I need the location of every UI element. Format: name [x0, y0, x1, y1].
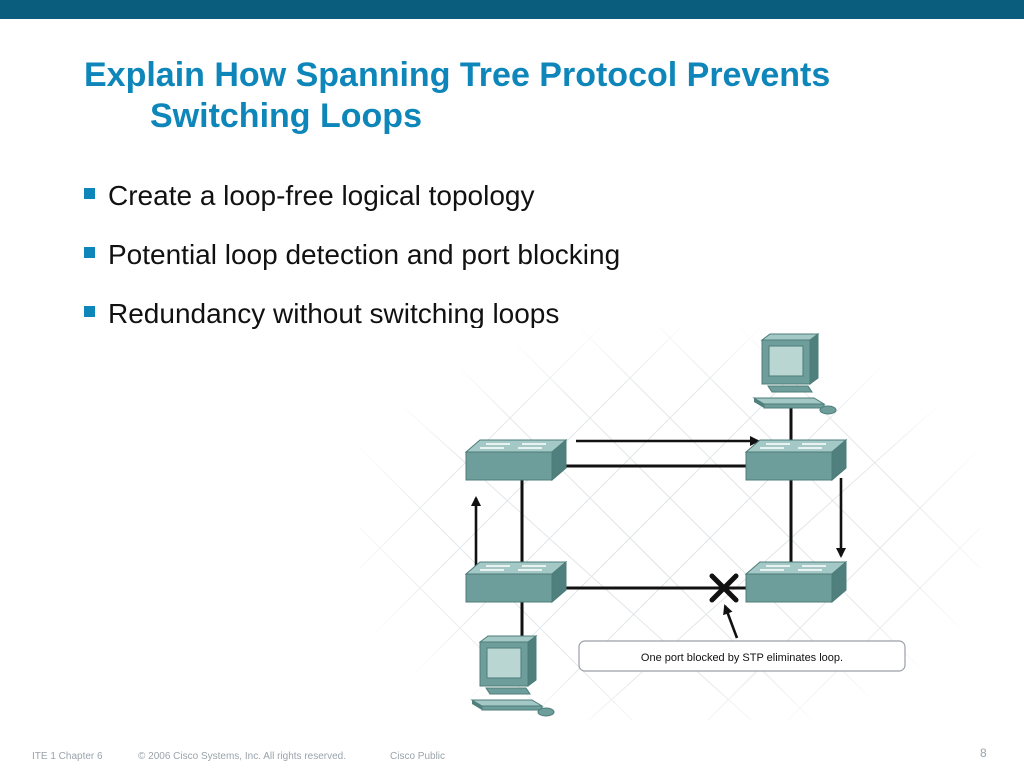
title-line-2: Switching Loops	[150, 97, 422, 135]
traffic-arrows	[471, 436, 846, 639]
bullet-square-icon	[84, 306, 95, 317]
bullet-item: Redundancy without switching loops	[84, 294, 620, 353]
bullet-text: Redundancy without switching loops	[108, 298, 560, 329]
callout-text: One port blocked by STP eliminates loop.	[641, 652, 843, 664]
callout-box: One port blocked by STP eliminates loop.	[578, 640, 906, 672]
switch-top-left-icon	[465, 439, 567, 481]
switch-top-right-icon	[745, 439, 847, 481]
title-line-1: Explain How Spanning Tree Protocol Preve…	[84, 56, 831, 94]
footer-chapter: ITE 1 Chapter 6	[32, 751, 103, 762]
slide-title: Explain How Spanning Tree Protocol Preve…	[84, 55, 984, 137]
footer-classification: Cisco Public	[390, 751, 446, 762]
stp-topology-diagram: One port blocked by STP eliminates loop.	[360, 328, 980, 720]
bullet-square-icon	[84, 247, 95, 258]
bullet-text: Create a loop-free logical topology	[108, 180, 535, 211]
bullet-square-icon	[84, 188, 95, 199]
footer-copyright: © 2006 Cisco Systems, Inc. All rights re…	[138, 751, 347, 762]
top-band	[0, 0, 1024, 19]
bullet-item: Create a loop-free logical topology	[84, 176, 620, 235]
page-number: 8	[980, 746, 987, 760]
bullet-text: Potential loop detection and port blocki…	[108, 239, 621, 270]
switch-bottom-right-icon	[745, 561, 847, 603]
switch-bottom-left-icon	[465, 561, 567, 603]
bullet-item: Potential loop detection and port blocki…	[84, 235, 620, 294]
bullet-list: Create a loop-free logical topology Pote…	[84, 176, 620, 353]
blocked-port-icon	[709, 573, 739, 603]
